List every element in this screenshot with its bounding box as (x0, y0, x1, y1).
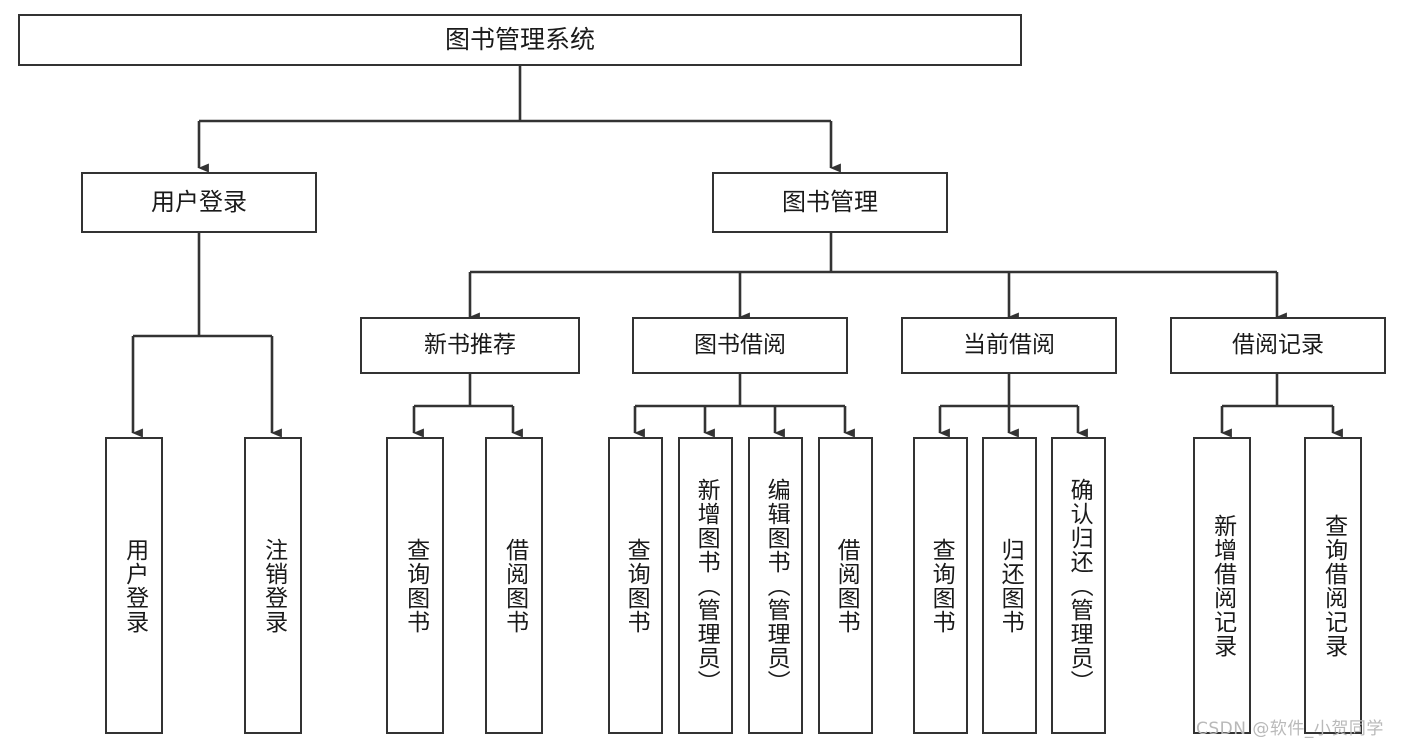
node-label: 查询图书 (402, 537, 429, 634)
node-label: 当前借阅 (963, 331, 1055, 358)
leaf-user-login[interactable]: 用户登录 (105, 437, 163, 734)
leaf-add-book-admin[interactable]: 新增图书（管理员） (678, 437, 733, 734)
node-new-book-recommend[interactable]: 新书推荐 (360, 317, 580, 374)
node-label: 查询图书 (928, 537, 955, 634)
leaf-query-book-new[interactable]: 查询图书 (386, 437, 444, 734)
node-label: 图书管理系统 (444, 25, 595, 55)
node-label: 归还图书 (997, 537, 1024, 634)
node-label: 新增图书（管理员） (693, 477, 720, 694)
leaf-borrow-book[interactable]: 借阅图书 (818, 437, 873, 734)
node-label: 用户登录 (151, 188, 247, 217)
leaf-user-logout[interactable]: 注销登录 (244, 437, 302, 734)
node-label: 编辑图书（管理员） (763, 477, 790, 694)
leaf-return-book[interactable]: 归还图书 (982, 437, 1037, 734)
node-root-system[interactable]: 图书管理系统 (18, 14, 1022, 66)
node-borrow-record[interactable]: 借阅记录 (1170, 317, 1386, 374)
node-user-login[interactable]: 用户登录 (81, 172, 317, 233)
node-current-borrow[interactable]: 当前借阅 (901, 317, 1117, 374)
leaf-query-book-borrow[interactable]: 查询图书 (608, 437, 663, 734)
node-label: 图书借阅 (694, 331, 786, 358)
leaf-edit-book-admin[interactable]: 编辑图书（管理员） (748, 437, 803, 734)
node-label: 新增借阅记录 (1209, 513, 1236, 658)
leaf-add-borrow-record[interactable]: 新增借阅记录 (1193, 437, 1251, 734)
node-label: 借阅记录 (1232, 331, 1324, 358)
node-label: 图书管理 (782, 188, 878, 217)
node-label: 查询借阅记录 (1320, 513, 1347, 658)
node-label: 查询图书 (623, 537, 650, 634)
node-label: 新书推荐 (424, 331, 516, 358)
node-book-management[interactable]: 图书管理 (712, 172, 948, 233)
leaf-query-borrow-record[interactable]: 查询借阅记录 (1304, 437, 1362, 734)
node-label: 注销登录 (260, 537, 287, 634)
node-label: 确认归还（管理员） (1066, 477, 1093, 694)
node-label: 用户登录 (121, 537, 148, 634)
csdn-watermark: CSDN @软件_小贺同学 (1196, 719, 1384, 739)
node-label: 借阅图书 (833, 537, 860, 634)
node-book-borrow[interactable]: 图书借阅 (632, 317, 848, 374)
leaf-query-book-current[interactable]: 查询图书 (913, 437, 968, 734)
leaf-confirm-return-admin[interactable]: 确认归还（管理员） (1051, 437, 1106, 734)
node-label: 借阅图书 (501, 537, 528, 634)
leaf-borrow-book-new[interactable]: 借阅图书 (485, 437, 543, 734)
